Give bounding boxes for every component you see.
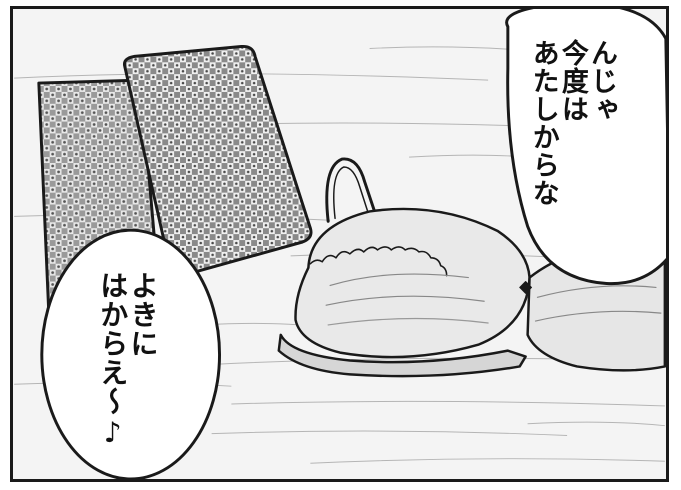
speech-bubble-right — [505, 9, 666, 286]
speech-left-line-2: はからえ〜♪ — [96, 271, 130, 450]
speech-bubble-left — [40, 228, 221, 479]
speech-right-line-2: 今度は — [556, 39, 588, 123]
speech-right-line-1: んじゃ — [586, 39, 617, 123]
speech-text-left: よきに はからえ〜♪ — [96, 271, 160, 450]
panel-artwork — [14, 9, 666, 479]
manga-panel: んじゃ 今度は あたしからな よきに はからえ〜♪ — [10, 6, 669, 482]
speech-right-line-3: あたしからな — [527, 39, 559, 207]
speech-left-line-1: よきに — [126, 271, 160, 358]
speech-text-right: んじゃ 今度は あたしからな — [527, 39, 617, 207]
